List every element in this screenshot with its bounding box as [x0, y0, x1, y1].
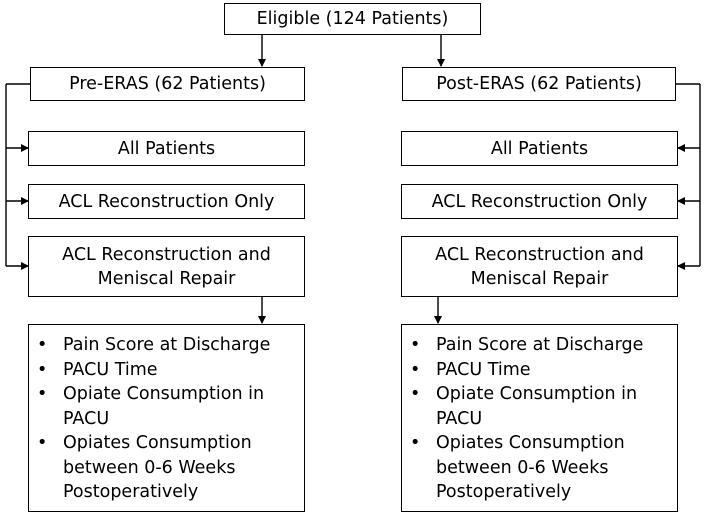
- right-acl-only-box: ACL Reconstruction Only: [401, 184, 678, 219]
- left-acl-only-box: ACL Reconstruction Only: [28, 184, 305, 219]
- left-outcomes-box: Pain Score at Discharge PACU Time Opiate…: [28, 324, 305, 512]
- right-all-patients-label: All Patients: [490, 138, 589, 159]
- eligible-label: Eligible (124 Patients): [256, 9, 449, 29]
- left-acl-meniscal-line2: Meniscal Repair: [97, 268, 236, 289]
- right-outcome-item: Pain Score at Discharge: [402, 333, 669, 358]
- left-all-patients-label: All Patients: [117, 138, 216, 159]
- right-acl-meniscal-line1: ACL Reconstruction and: [435, 244, 644, 265]
- pre-eras-label: Pre-ERAS (62 Patients): [69, 74, 266, 94]
- right-all-patients-box: All Patients: [401, 131, 678, 166]
- right-acl-meniscal-line2: Meniscal Repair: [470, 268, 609, 289]
- right-outcome-item: Opiates Consumption between 0-6 Weeks Po…: [402, 431, 669, 505]
- pre-eras-box: Pre-ERAS (62 Patients): [30, 67, 305, 101]
- left-acl-meniscal-box: ACL Reconstruction and Meniscal Repair: [28, 236, 305, 297]
- right-acl-meniscal-box: ACL Reconstruction and Meniscal Repair: [401, 236, 678, 297]
- right-outcome-item: PACU Time: [402, 358, 669, 383]
- eligible-box: Eligible (124 Patients): [224, 3, 481, 35]
- left-outcome-item: Opiates Consumption between 0-6 Weeks Po…: [29, 431, 296, 505]
- left-acl-only-label: ACL Reconstruction Only: [58, 191, 275, 212]
- right-outcome-item: Opiate Consumption in PACU: [402, 382, 669, 431]
- post-eras-label: Post-ERAS (62 Patients): [436, 74, 642, 94]
- left-outcome-item: Pain Score at Discharge: [29, 333, 296, 358]
- left-outcome-item: Opiate Consumption in PACU: [29, 382, 296, 431]
- right-outcomes-box: Pain Score at Discharge PACU Time Opiate…: [401, 324, 678, 512]
- post-eras-box: Post-ERAS (62 Patients): [402, 67, 676, 101]
- right-acl-only-label: ACL Reconstruction Only: [431, 191, 648, 212]
- left-outcome-item: PACU Time: [29, 358, 296, 383]
- left-acl-meniscal-line1: ACL Reconstruction and: [62, 244, 271, 265]
- left-all-patients-box: All Patients: [28, 131, 305, 166]
